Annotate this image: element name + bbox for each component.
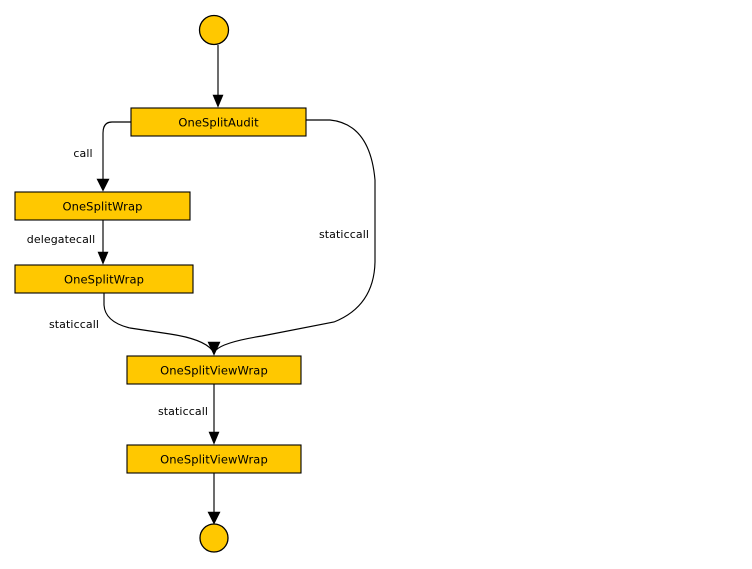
node-one-split-view-wrap-2[interactable]: OneSplitViewWrap — [126, 444, 302, 474]
node-one-split-wrap-2-label: OneSplitWrap — [64, 273, 144, 287]
arrowhead-into-end-node — [207, 511, 221, 525]
start-node[interactable] — [198, 14, 230, 46]
edge-label-staticcall-wrap2: staticcall — [49, 318, 99, 331]
arrowhead-into-one-split-wrap-1 — [96, 178, 110, 192]
node-one-split-wrap-1-rect[interactable] — [14, 191, 191, 221]
node-one-split-audit-rect[interactable] — [130, 107, 307, 137]
node-one-split-audit-label: OneSplitAudit — [178, 116, 259, 130]
edge-label-staticcall-audit: staticcall — [319, 228, 369, 241]
edge-label-staticcall-viewwrap: staticcall — [158, 405, 208, 418]
arrowhead-into-one-split-wrap-2 — [97, 251, 109, 265]
edge-label-delegatecall: delegatecall — [27, 233, 95, 246]
node-one-split-view-wrap-1-label: OneSplitViewWrap — [160, 364, 268, 378]
end-node[interactable] — [199, 523, 229, 553]
node-one-split-wrap-1-label: OneSplitWrap — [62, 200, 142, 214]
node-one-split-wrap-2[interactable]: OneSplitWrap — [14, 264, 194, 294]
edge-wrap2-to-viewwrap1 — [103, 293, 213, 351]
edge-label-call: call — [73, 147, 92, 160]
node-one-split-view-wrap-2-rect[interactable] — [126, 444, 302, 474]
node-layer: OneSplitAudit OneSplitWrap OneSplitWrap … — [14, 14, 307, 553]
arrowhead-into-one-split-view-wrap-1 — [207, 341, 221, 356]
node-one-split-wrap-2-rect[interactable] — [14, 264, 194, 294]
node-one-split-view-wrap-1[interactable]: OneSplitViewWrap — [126, 355, 302, 385]
node-one-split-view-wrap-2-label: OneSplitViewWrap — [160, 453, 268, 467]
arrowhead-into-one-split-audit — [212, 94, 224, 108]
node-one-split-wrap-1[interactable]: OneSplitWrap — [14, 191, 191, 221]
edge-label-layer: call delegatecall staticcall staticcall … — [27, 147, 369, 418]
arrowhead-into-one-split-view-wrap-2 — [208, 431, 220, 445]
node-one-split-audit[interactable]: OneSplitAudit — [130, 107, 307, 137]
node-one-split-view-wrap-1-rect[interactable] — [126, 355, 302, 385]
edge-layer — [96, 45, 376, 525]
edge-audit-to-viewwrap1 — [215, 119, 376, 351]
edge-audit-to-wrap1 — [102, 121, 131, 186]
